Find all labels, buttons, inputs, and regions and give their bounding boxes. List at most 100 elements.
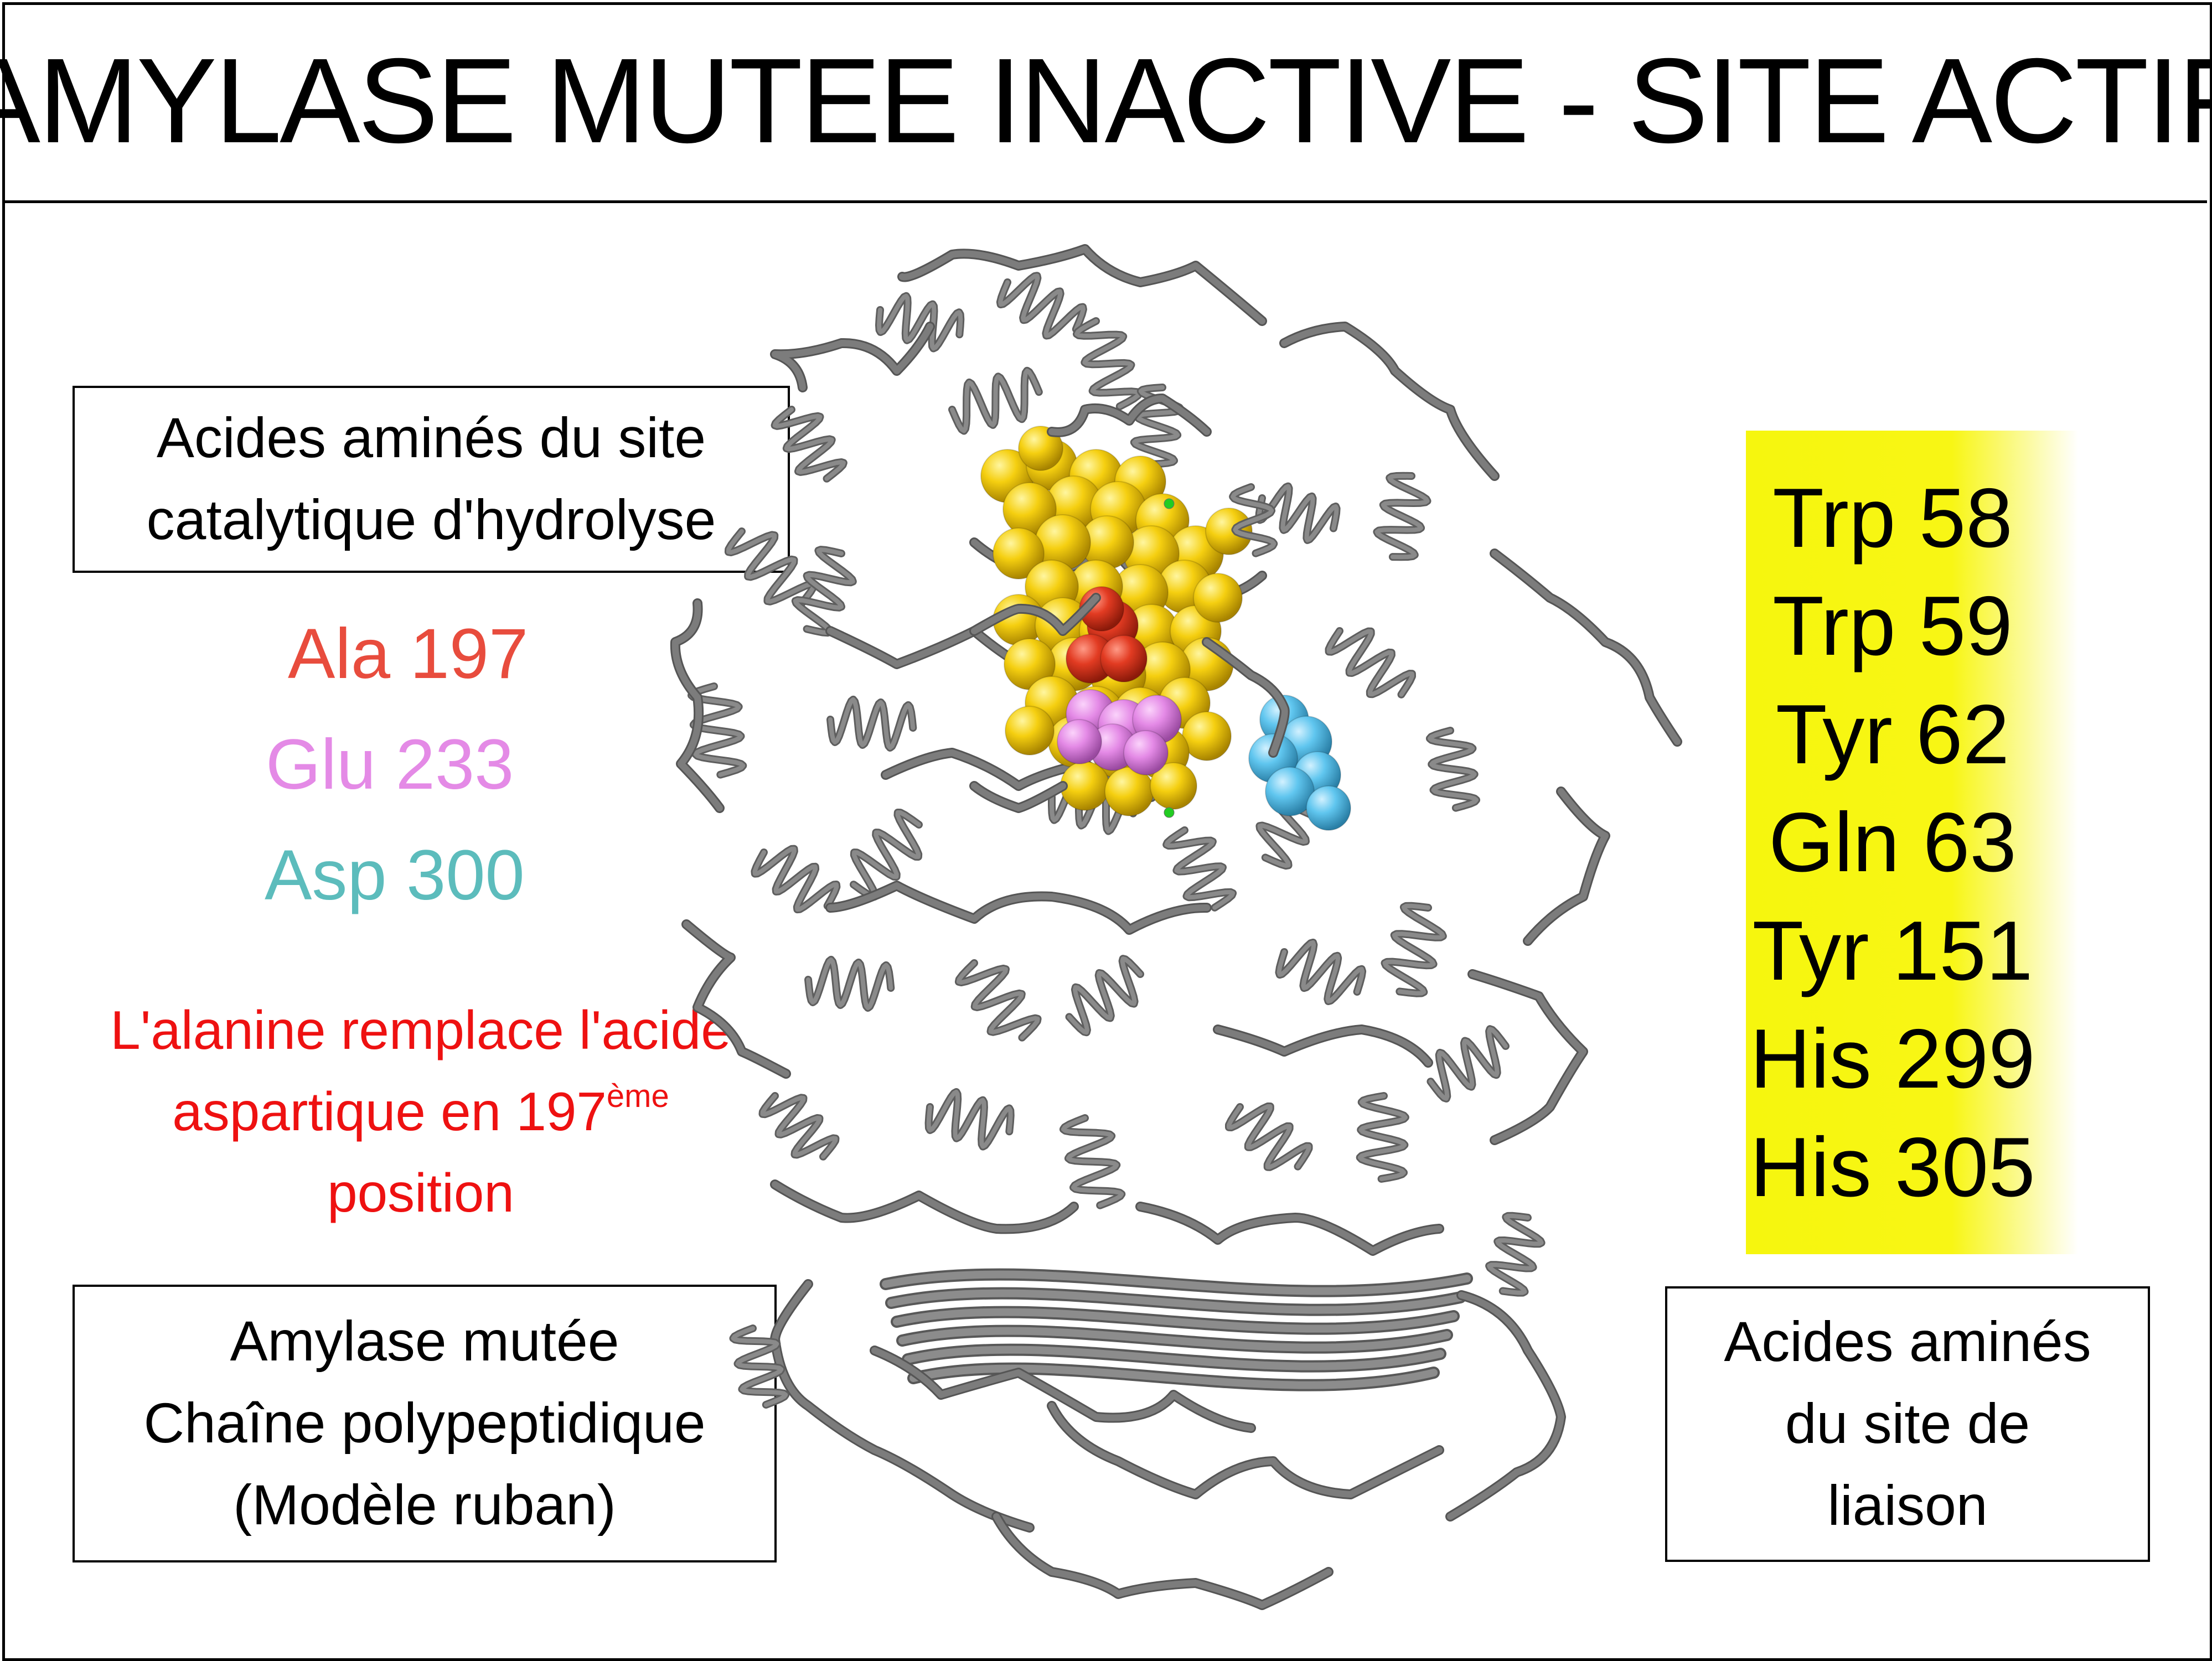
catalytic-site-box: Acides aminés du site catalytique d'hydr… xyxy=(73,386,790,573)
helix xyxy=(1164,828,1236,910)
loop xyxy=(1203,639,1288,756)
helix xyxy=(1382,903,1445,996)
binding-site-sphere xyxy=(1182,711,1232,761)
loop-shadow xyxy=(1490,549,1682,747)
helix xyxy=(1074,319,1141,409)
helix xyxy=(726,529,816,608)
binding-site-sphere xyxy=(1005,706,1055,756)
loop xyxy=(1281,323,1498,479)
helix xyxy=(1276,940,1365,1003)
helix xyxy=(851,810,921,899)
binding-site-box: Acides aminés du site de liaison xyxy=(1665,1286,2150,1562)
loop-shadow xyxy=(1467,969,1588,1145)
binding-site-sphere xyxy=(1193,573,1243,623)
loop-shadow xyxy=(991,1512,1334,1610)
loop xyxy=(1524,788,1609,944)
helix xyxy=(998,273,1086,338)
helix xyxy=(793,547,855,635)
ion-marker xyxy=(1164,807,1175,818)
helix xyxy=(689,684,746,777)
loop xyxy=(871,1347,1254,1431)
residue-ala-197: Ala 197 xyxy=(288,614,529,694)
binding-site-sphere xyxy=(993,527,1045,579)
loop xyxy=(1447,1292,1564,1520)
helix xyxy=(760,1094,838,1159)
helix xyxy=(1487,1213,1544,1295)
loop xyxy=(772,323,933,391)
residue-asp-300: Asp 300 xyxy=(265,836,525,915)
loop xyxy=(1137,1203,1443,1254)
glu-233-sphere xyxy=(1123,730,1169,775)
binding-residue: Tyr 62 xyxy=(1775,687,2010,782)
helix xyxy=(1227,1104,1311,1170)
protein-ribbon-model xyxy=(670,244,1682,1610)
binding-site-sphere xyxy=(1018,426,1063,471)
glu-233-sphere xyxy=(1057,719,1102,764)
helix xyxy=(1428,1027,1508,1101)
beta-strand xyxy=(904,1346,1444,1370)
loop xyxy=(1048,1403,1443,1498)
helix xyxy=(926,1089,1013,1149)
helix xyxy=(877,293,963,351)
binding-site-sphere xyxy=(1060,761,1110,811)
loop xyxy=(993,1513,1332,1608)
beta-strand xyxy=(887,1289,1464,1314)
ion-marker xyxy=(1164,498,1175,509)
binding-site-sphere xyxy=(1150,762,1197,810)
loop xyxy=(1214,1026,1431,1066)
helix xyxy=(1257,484,1339,542)
helix xyxy=(772,407,846,481)
ala-197-sphere xyxy=(1100,635,1148,682)
loop xyxy=(772,1181,1077,1233)
binding-site-label-line2: du site de xyxy=(1785,1392,2030,1456)
loop-shadow xyxy=(1279,322,1500,481)
loop xyxy=(899,246,1265,324)
loop-shadow xyxy=(1135,1202,1444,1256)
loop xyxy=(971,594,1099,634)
mutation-note-superscript: ème xyxy=(606,1078,669,1114)
helix xyxy=(1326,629,1414,697)
beta-strand xyxy=(893,1308,1458,1333)
residue-glu-233: Glu 233 xyxy=(266,725,514,804)
loop xyxy=(1469,971,1586,1143)
binding-site-residue-panel: Trp 58 Trp 59 Tyr 62 Gln 63 Tyr 151 His … xyxy=(1746,431,2078,1254)
helix xyxy=(1374,473,1430,560)
binding-residue: Gln 63 xyxy=(1769,795,2017,889)
binding-residue: Trp 58 xyxy=(1772,470,2013,565)
loop xyxy=(827,882,1210,933)
helix xyxy=(1061,1116,1124,1208)
helix xyxy=(956,961,1040,1040)
helix xyxy=(1067,956,1143,1035)
loop xyxy=(971,783,1066,811)
loop xyxy=(671,600,723,811)
helix xyxy=(1427,728,1479,810)
binding-site-sphere xyxy=(1205,508,1253,555)
catalytic-site-label-line2: catalytique d'hydrolyse xyxy=(146,488,716,551)
helix xyxy=(752,846,839,912)
binding-site-label-line1: Acides aminés xyxy=(1724,1310,2091,1374)
helix xyxy=(950,368,1041,433)
title-bar: AMYLASE MUTEE INACTIVE - SITE ACTIF xyxy=(0,2,2212,203)
ribbon-backbone-front xyxy=(969,394,1290,818)
loop xyxy=(683,921,789,1077)
active-site-spheres xyxy=(980,426,1351,831)
model-box: Amylase mutée Chaîne polypeptidique (Mod… xyxy=(73,1285,777,1562)
binding-residue: His 299 xyxy=(1750,1012,2035,1106)
helix xyxy=(731,1326,788,1407)
loop xyxy=(1491,550,1681,745)
mutation-note-line1: L'alanine remplace l'acide xyxy=(110,1000,731,1060)
asp-300-sphere xyxy=(1306,785,1351,831)
helix xyxy=(806,957,893,1010)
beta-strand xyxy=(898,1327,1451,1352)
helix xyxy=(1231,485,1276,556)
mutation-note: L'alanine remplace l'acide aspartique en… xyxy=(22,990,819,1234)
model-label-line3: (Modèle ruban) xyxy=(233,1473,616,1536)
mutation-note-line3: position xyxy=(327,1162,514,1223)
beta-strand xyxy=(909,1364,1438,1389)
loop xyxy=(1048,395,1210,436)
catalytic-site-label-line1: Acides aminés du site xyxy=(156,406,706,470)
binding-site-label-line3: liaison xyxy=(1827,1473,1988,1537)
model-label-line2: Chaîne polypeptidique xyxy=(143,1391,706,1455)
